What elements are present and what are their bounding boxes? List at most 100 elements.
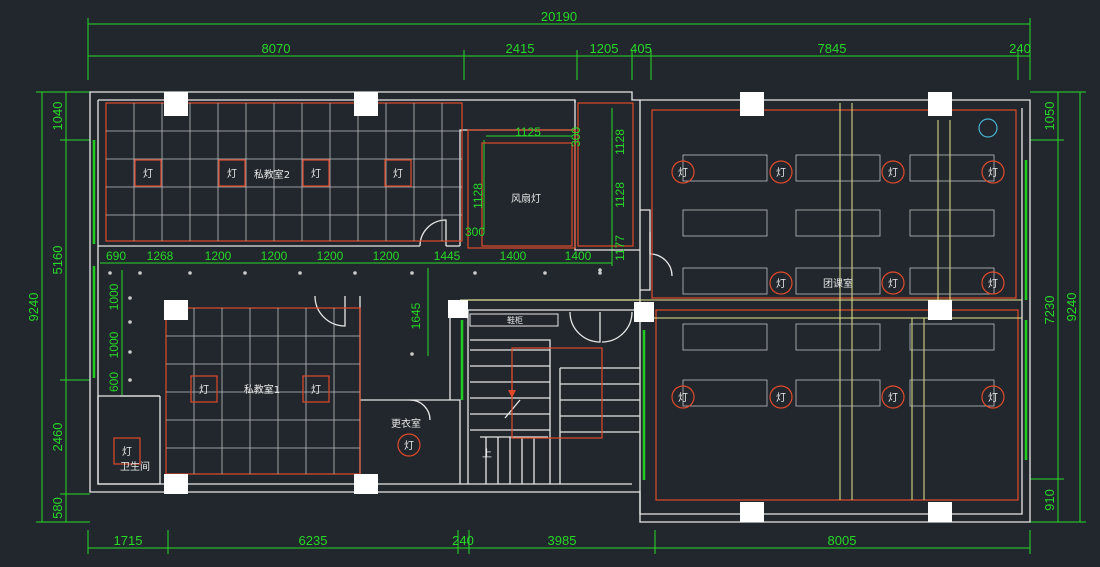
tick-dot (410, 352, 414, 356)
lamp-label: 灯 (888, 167, 898, 179)
tick-dot (138, 271, 142, 275)
lamp-label: 灯 (678, 167, 688, 179)
tick-dot (128, 320, 132, 324)
lamp-label: 灯 (143, 168, 153, 180)
dimension-ticks (108, 268, 602, 382)
circle-lamp (981, 160, 1005, 184)
exercise-mat (909, 267, 995, 295)
tick-dot (543, 271, 547, 275)
dim-left-overall: 9240 (26, 293, 41, 322)
ceiling-grid-private2 (106, 103, 462, 241)
dim-top-4: 405 (630, 41, 652, 56)
exercise-mat (795, 154, 881, 182)
exercise-mat (682, 267, 768, 295)
crosshair-icon (978, 118, 998, 138)
room-label-private2: 私教室2 (254, 168, 290, 181)
dim-bottom-3: 240 (452, 533, 474, 548)
lamp-label: 灯 (988, 278, 998, 290)
dim-right-2: 7230 (1042, 296, 1057, 325)
circle-lamp (769, 160, 793, 184)
windows (92, 140, 1028, 480)
circle-lamp (881, 160, 905, 184)
dim-mcol-3: 1177 (613, 235, 627, 261)
dim-top-3: 1205 (590, 41, 619, 56)
square-lamps (113, 159, 412, 465)
tick-dot (128, 296, 132, 300)
dim-lcol-1: 1000 (107, 283, 121, 310)
room-label-changing: 更衣室 (391, 417, 421, 430)
lamp-label: 灯 (311, 384, 321, 396)
dim-top-5: 7845 (818, 41, 847, 56)
exercise-mat (909, 323, 995, 351)
dim-bottom-1: 1715 (114, 533, 143, 548)
shoe-rack-label: 鞋柜 (507, 315, 523, 325)
dim-fan-left: 1128 (471, 183, 485, 209)
lamp-label: 灯 (227, 168, 237, 180)
stairs-up-label: 上 (482, 448, 492, 460)
exercise-mat (682, 323, 768, 351)
dim-fan-side: 300 (569, 127, 583, 147)
exercise-mat (909, 154, 995, 182)
lamp-label: 灯 (888, 278, 898, 290)
tick-dot (473, 271, 477, 275)
dim-row-8: 1400 (500, 249, 527, 263)
dim-lcol-3: 600 (107, 372, 121, 392)
square-lamp (113, 437, 141, 465)
exercise-mat (682, 379, 768, 407)
square-lamp (384, 159, 412, 187)
circle-lamp (397, 433, 421, 457)
dimension-lines (36, 18, 1086, 554)
dim-bottom-5: 8005 (828, 533, 857, 548)
dim-fan-side2: 300 (465, 225, 485, 239)
dim-top-1: 8070 (262, 41, 291, 56)
lamp-label: 灯 (988, 167, 998, 179)
tick-dot (410, 271, 414, 275)
walls (89, 91, 1031, 523)
dim-row-7: 1445 (434, 249, 461, 263)
lamp-label: 灯 (988, 392, 998, 404)
circle-lamp (769, 385, 793, 409)
dim-mcol-2: 1128 (613, 182, 627, 208)
lamp-label: 灯 (393, 168, 403, 180)
dim-left-2: 5160 (50, 246, 65, 275)
square-lamp (218, 159, 246, 187)
exercise-mat (682, 154, 768, 182)
dim-left-3: 2460 (50, 423, 65, 452)
room-label-private1: 私教室1 (244, 383, 280, 396)
dim-bottom-2: 6235 (299, 533, 328, 548)
circle-lamp (981, 271, 1005, 295)
square-lamp (302, 159, 330, 187)
tick-dot (298, 271, 302, 275)
beams (460, 103, 1022, 500)
tick-dot (598, 271, 602, 275)
dim-right-overall: 9240 (1064, 293, 1079, 322)
room-label-group: 团课室 (823, 277, 853, 290)
dim-row-3: 1200 (205, 249, 232, 263)
tick-dot (108, 271, 112, 275)
dim-lcol-2: 1000 (107, 331, 121, 358)
dim-overall-width: 20190 (541, 9, 577, 24)
dim-right-3: 910 (1042, 489, 1057, 511)
lamp-labels: 灯灯灯灯灯灯灯灯灯灯灯灯灯灯灯灯灯灯灯 (122, 167, 998, 458)
circle-lamp (769, 271, 793, 295)
dim-fan-top: 1125 (515, 125, 541, 139)
circle-lamp (671, 160, 695, 184)
dim-bottom-4: 3985 (548, 533, 577, 548)
columns (164, 92, 952, 522)
dim-corridor: 1645 (409, 302, 423, 329)
lamp-label: 灯 (199, 384, 209, 396)
exercise-mat (682, 209, 768, 237)
dim-left-1: 1040 (50, 102, 65, 131)
circle-lamps (397, 160, 1005, 457)
dim-right-1: 1050 (1042, 102, 1057, 131)
exercise-mat (795, 267, 881, 295)
tick-dot (598, 268, 602, 272)
stair-arrow (508, 390, 516, 398)
tick-dot (243, 271, 247, 275)
ceiling-outlines (105, 102, 1019, 501)
tick-dot (353, 271, 357, 275)
square-lamp (190, 375, 218, 403)
dim-top-6: 240 (1009, 41, 1031, 56)
dim-row-5: 1200 (317, 249, 344, 263)
circle-lamp (881, 385, 905, 409)
